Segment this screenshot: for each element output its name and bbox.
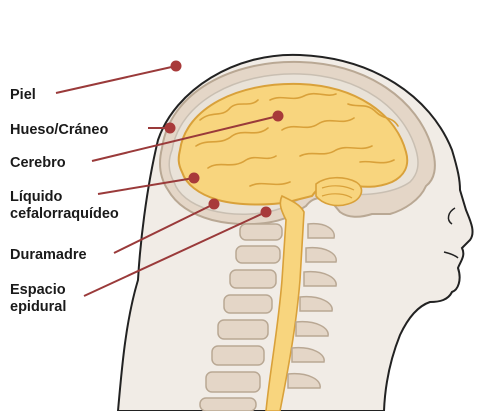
label-duramadre: Duramadre [10,247,87,263]
label-cerebro: Cerebro [10,155,66,171]
label-hueso-craneo: Hueso/Cráneo [10,122,108,138]
label-espacio-epidural: Espacio epidural [10,282,70,315]
cerebellum [316,178,362,206]
label-piel: Piel [10,87,36,103]
